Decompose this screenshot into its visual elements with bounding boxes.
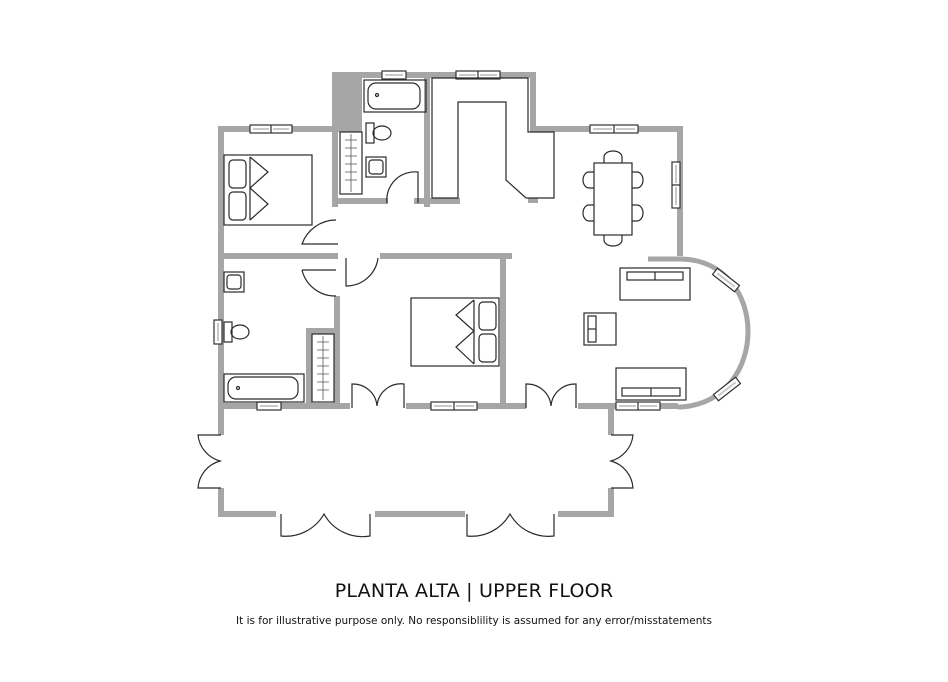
wardrobe-2 (311, 333, 335, 403)
doors (197, 171, 634, 538)
window-dining-right (671, 161, 681, 209)
bedroom-1-bed (223, 154, 313, 226)
window-bath2-side (213, 319, 223, 345)
wardrobe-1 (339, 131, 363, 195)
living-sofa-bottom (615, 367, 687, 401)
window-bedroom2 (430, 401, 478, 411)
window-living-arc-top (711, 267, 741, 293)
window-kitchen (455, 70, 501, 80)
kitchen-counter (431, 77, 555, 199)
window-dining-top (589, 124, 639, 134)
window-living-arc-bottom (712, 376, 742, 402)
disclaimer-text: It is for illustrative purpose only. No … (236, 615, 712, 627)
window-bath2-bottom (256, 401, 282, 411)
living-sofa-top (619, 267, 691, 301)
dining-table (582, 150, 644, 247)
window-bath1 (381, 70, 407, 80)
bathroom-1-fixtures (363, 79, 427, 178)
windows (213, 70, 742, 411)
bathroom-2-fixtures (223, 271, 305, 403)
window-living-bottom (615, 401, 661, 411)
floor-plan-title: PLANTA ALTA | UPPER FLOOR (334, 580, 614, 602)
bedroom-2-bed (410, 297, 500, 367)
walls (218, 72, 751, 517)
living-armchair (583, 312, 617, 346)
window-bedroom1 (249, 124, 293, 134)
